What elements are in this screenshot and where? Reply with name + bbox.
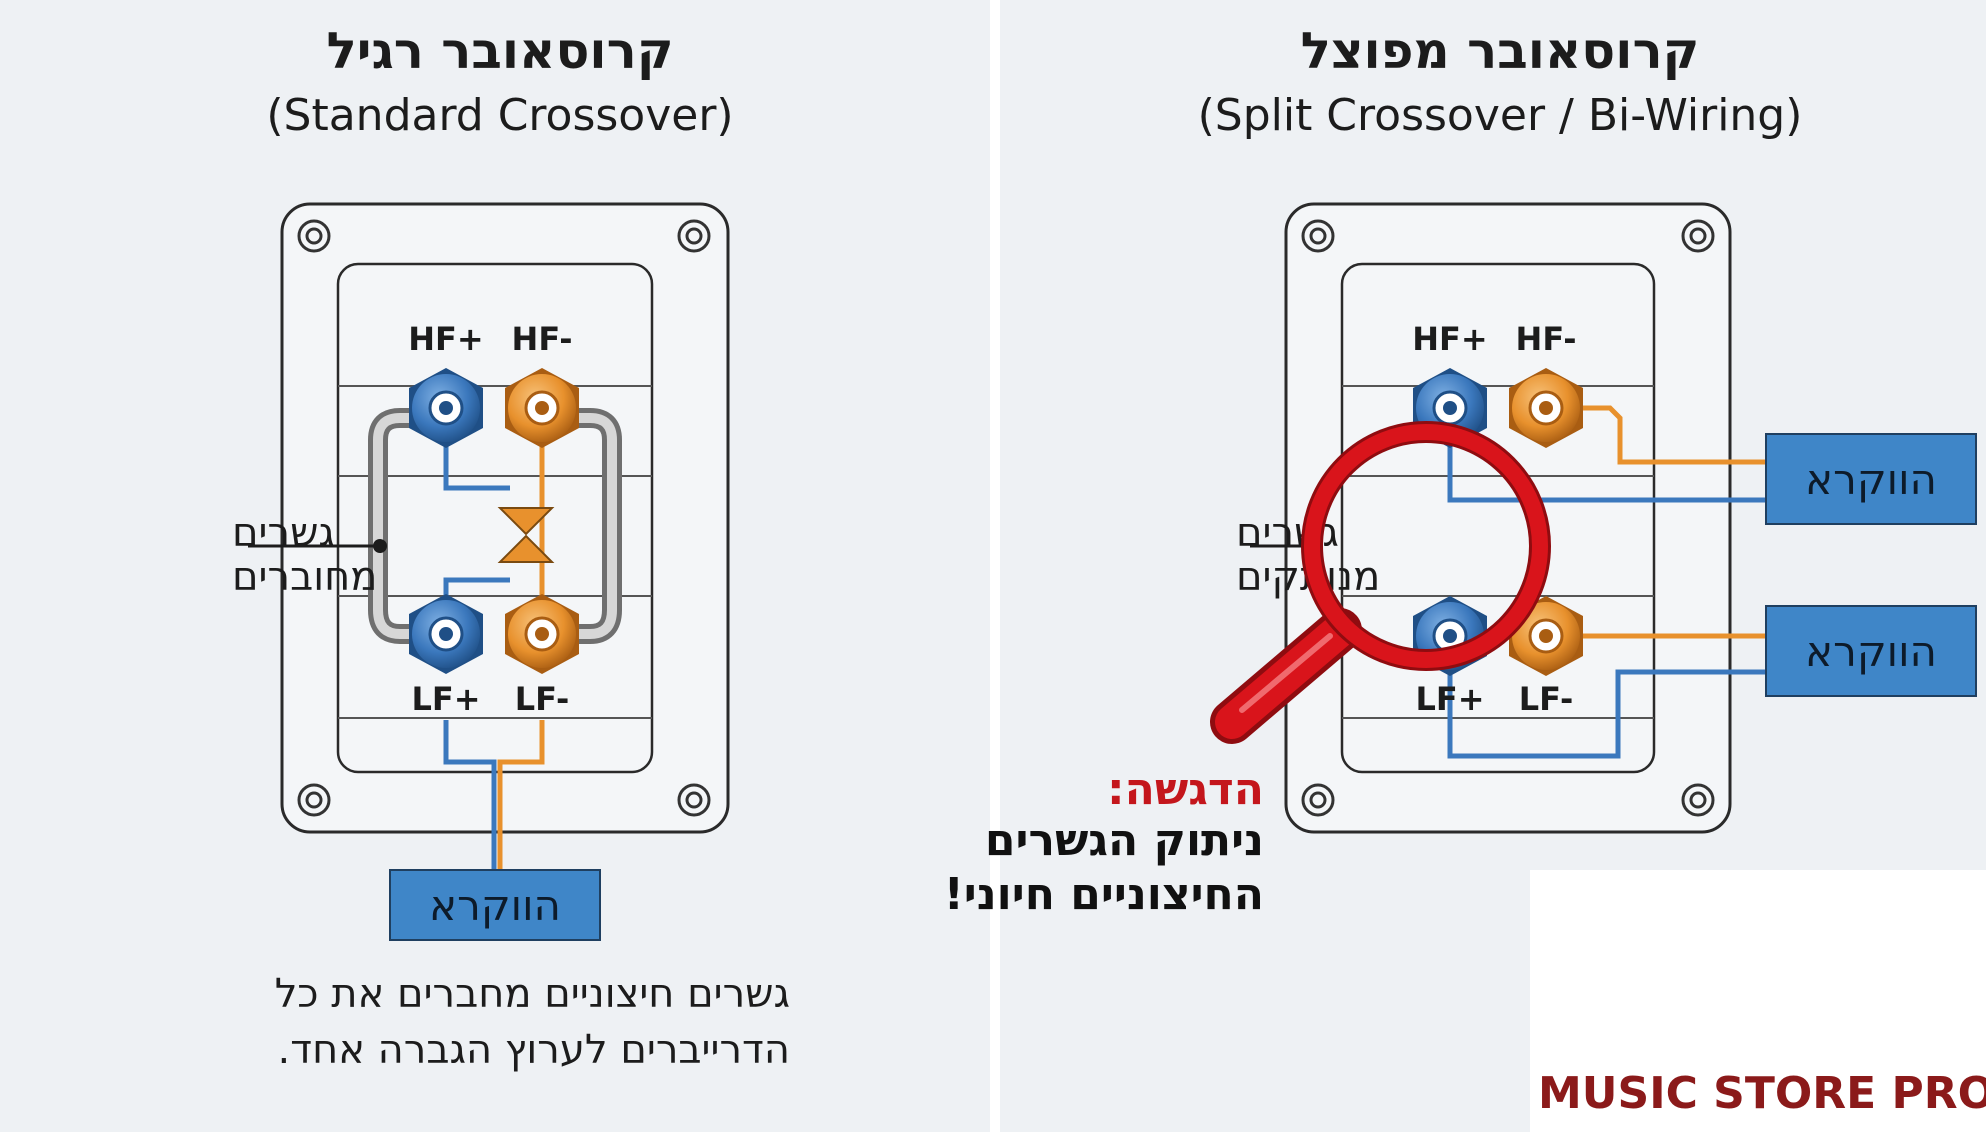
binding-post-lf-minus-icon xyxy=(505,594,579,674)
logo-text: MUSIC STORE PRO xyxy=(1538,1068,1986,1119)
left-terminals: HF+ HF- LF+ LF- xyxy=(408,320,579,718)
right-mounting-screws xyxy=(1301,219,1715,817)
panel-divider xyxy=(990,0,1000,1132)
left-caption-line1: גשרים חיצוניים מחברים את כל xyxy=(274,971,790,1017)
screw-icon xyxy=(677,783,711,817)
music-store-pro-logo xyxy=(1530,870,1986,1132)
left-amp-box: הווקרא xyxy=(389,869,601,941)
right-subtitle: (Split Crossover / Bi-Wiring) xyxy=(1197,90,1803,141)
right-lf-minus-label: LF- xyxy=(1519,680,1574,718)
binding-post-lf-minus-icon xyxy=(1509,596,1583,676)
right-amp-label-bottom: הווקרא xyxy=(1805,627,1937,676)
left-caption-line2: הדרייברים לערוץ הגברה אחד. xyxy=(277,1027,790,1073)
right-hf-plus-label: HF+ xyxy=(1412,320,1487,358)
left-lf-minus-label: LF- xyxy=(515,680,570,718)
binding-post-hf-minus-icon xyxy=(1509,368,1583,448)
right-title: קרוסאובר מפוצל xyxy=(1300,22,1700,80)
binding-post-lf-plus-icon xyxy=(409,594,483,674)
screw-icon xyxy=(1301,783,1335,817)
crossover-component-icon xyxy=(497,507,555,563)
magnifying-glass-icon xyxy=(1210,421,1551,744)
left-bridge-label-line2: מחוברים xyxy=(232,554,377,600)
note-heading: הדגשה: xyxy=(1107,764,1264,815)
right-hf-minus-label: HF- xyxy=(1516,320,1577,358)
right-amp-box-bottom: הווקרא xyxy=(1765,605,1977,697)
screw-icon xyxy=(1681,783,1715,817)
left-mounting-screws xyxy=(297,219,711,817)
right-amp-label-top: הווקרא xyxy=(1805,455,1937,504)
right-terminal-plate xyxy=(1284,202,1732,834)
screw-icon xyxy=(297,219,331,253)
left-amp-label: הווקרא xyxy=(429,881,561,930)
screw-icon xyxy=(677,219,711,253)
left-terminal-plate xyxy=(280,202,730,834)
screw-icon xyxy=(1681,219,1715,253)
screw-icon xyxy=(1301,219,1335,253)
binding-post-hf-minus-icon xyxy=(505,368,579,448)
left-hf-plus-label: HF+ xyxy=(408,320,483,358)
note-line1: ניתוק הגשרים xyxy=(984,815,1264,866)
right-lf-plus-label: LF+ xyxy=(1415,680,1484,718)
left-title: קרוסאובר רגיל xyxy=(326,22,674,80)
note-body: ניתוק הגשרים החיצוניים חיוני! xyxy=(860,814,1264,922)
right-amp-box-top: הווקרא xyxy=(1765,433,1977,525)
left-jumper-bridges xyxy=(368,408,622,644)
left-bridge-label-line1: גשרים xyxy=(232,510,335,556)
left-caption: גשרים חיצוניים מחברים את כל הדרייברים לע… xyxy=(190,966,790,1078)
left-bridge-callout: גשרים מחוברים xyxy=(232,510,387,600)
left-subtitle: (Standard Crossover) xyxy=(266,90,734,141)
left-hf-minus-label: HF- xyxy=(512,320,573,358)
left-lf-plus-label: LF+ xyxy=(411,680,480,718)
screw-icon xyxy=(297,783,331,817)
binding-post-hf-plus-icon xyxy=(409,368,483,448)
note-line2: החיצוניים חיוני! xyxy=(943,869,1264,920)
